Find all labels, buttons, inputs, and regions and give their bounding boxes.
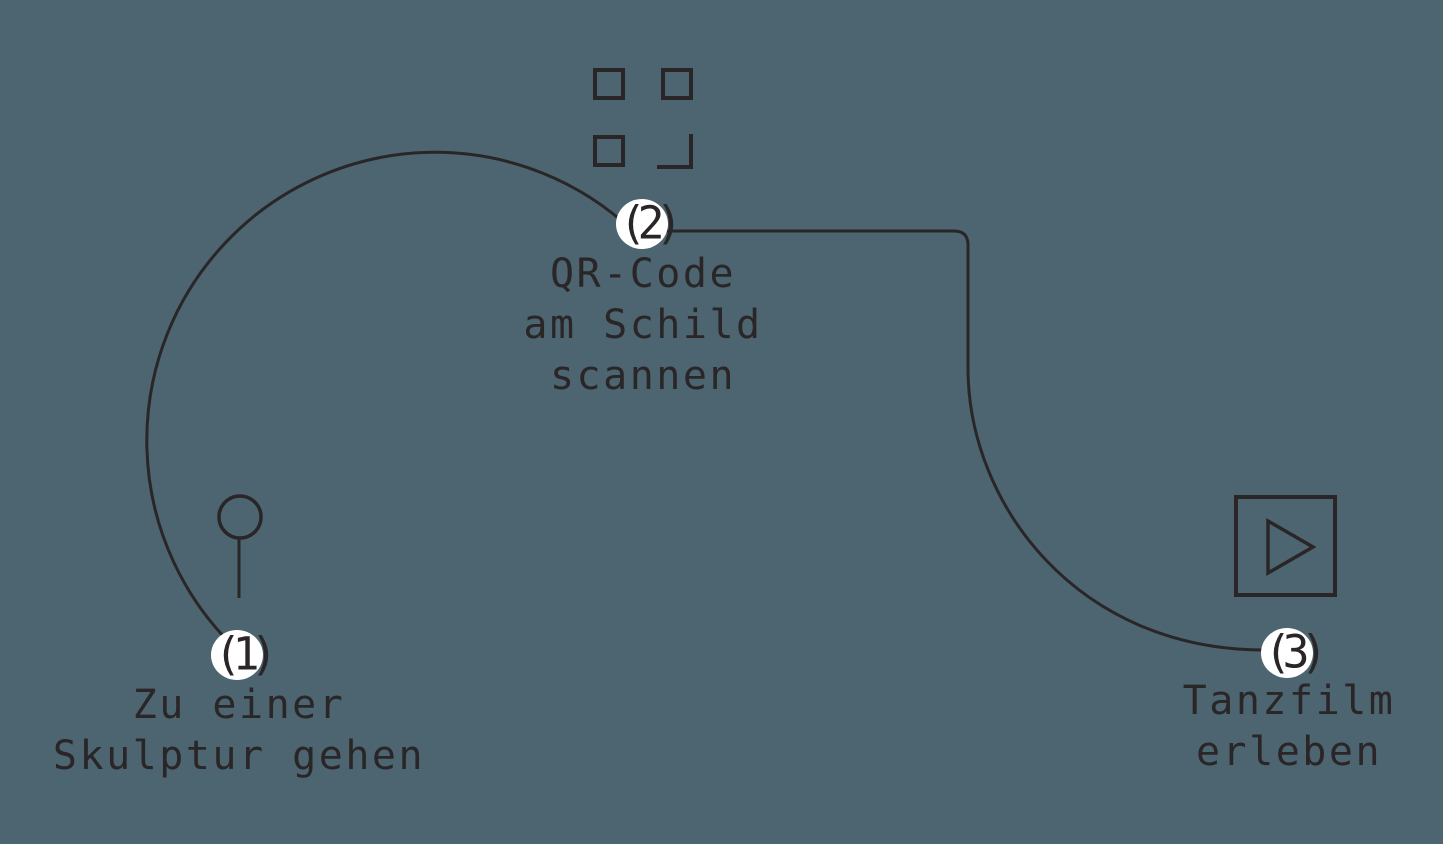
connector-step2-step3 <box>642 229 1265 652</box>
play-video-icon <box>1234 495 1337 597</box>
step-badge-3: (3) <box>1261 625 1328 678</box>
step-label-2: QR-Code am Schild scannen <box>523 249 762 402</box>
step-label-3-line-1: Tanzfilm <box>1182 678 1396 724</box>
step-number-2: (2) <box>619 196 682 250</box>
step-number-3: (3) <box>1264 625 1327 679</box>
map-pin-icon <box>217 494 263 598</box>
qr-code-icon <box>593 68 693 169</box>
step-label-1: Zu einer Skulptur gehen <box>53 680 425 782</box>
step-badge-1: (1) <box>211 627 278 680</box>
step-label-3: Tanzfilm erleben <box>1183 676 1396 778</box>
connector-step1-step2 <box>145 150 635 652</box>
step-label-2-line-3: scannen <box>549 353 737 399</box>
step-label-2-line-1: QR-Code <box>549 251 737 297</box>
step-label-2-line-2: am Schild <box>523 302 763 348</box>
step-label-1-line-2: Skulptur gehen <box>52 733 426 779</box>
step-badge-2: (2) <box>616 196 683 249</box>
step-label-1-line-1: Zu einer <box>132 682 346 728</box>
step-number-1: (1) <box>214 627 277 681</box>
step-label-3-line-2: erleben <box>1195 729 1383 775</box>
